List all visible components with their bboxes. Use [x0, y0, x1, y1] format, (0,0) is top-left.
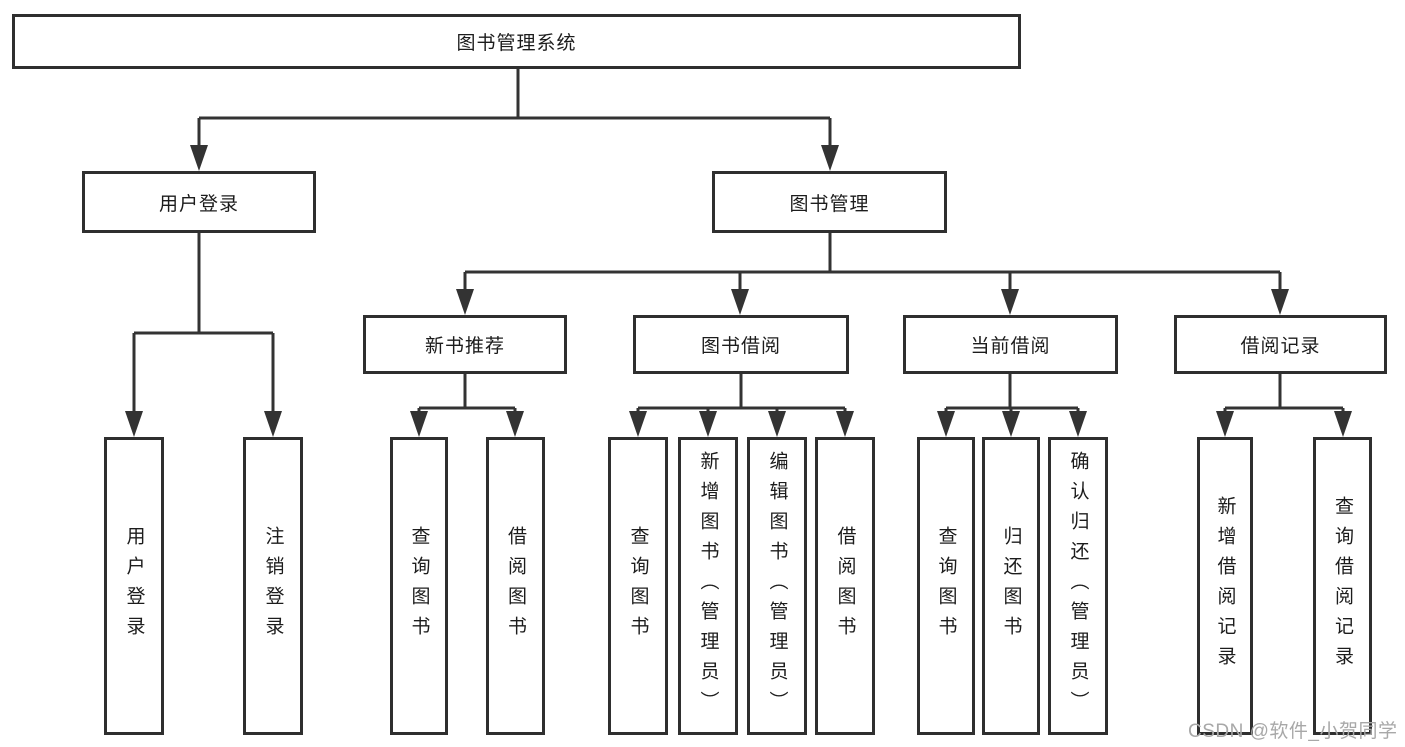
leaf-nbr-query-books-label: 查询图书 — [408, 526, 430, 646]
leaf-cb-return-books-label: 归还图书 — [1000, 526, 1022, 646]
node-borrow-records: 借阅记录 — [1174, 315, 1387, 374]
leaf-cb-confirm-return-label: 确认归还（管理员） — [1067, 451, 1089, 721]
leaf-bb-edit-books-label: 编辑图书（管理员） — [766, 451, 788, 721]
leaf-bb-add-books: 新增图书（管理员） — [678, 437, 738, 735]
leaf-logout: 注销登录 — [243, 437, 303, 735]
arrow-down-icon — [1002, 411, 1020, 437]
leaf-bb-edit-books: 编辑图书（管理员） — [747, 437, 807, 735]
node-root-label: 图书管理系统 — [456, 33, 577, 54]
arrow-down-icon — [410, 411, 428, 437]
arrow-down-icon — [125, 411, 143, 437]
arrow-down-icon — [1001, 289, 1019, 315]
arrow-down-icon — [731, 289, 749, 315]
leaf-br-query-record: 查询借阅记录 — [1313, 437, 1372, 735]
leaf-br-add-record: 新增借阅记录 — [1197, 437, 1253, 735]
node-user-login: 用户登录 — [82, 171, 316, 233]
leaf-cb-return-books: 归还图书 — [982, 437, 1040, 735]
arrow-down-icon — [937, 411, 955, 437]
arrow-down-icon — [1216, 411, 1234, 437]
node-book-management-label: 图书管理 — [789, 193, 870, 215]
leaf-bb-query-books: 查询图书 — [608, 437, 668, 735]
arrow-down-icon — [456, 289, 474, 315]
leaf-nbr-borrow-books-label: 借阅图书 — [505, 526, 526, 646]
csdn-watermark: CSDN @软件_小贺同学 — [1188, 721, 1398, 742]
leaf-cb-query-books-label: 查询图书 — [935, 526, 957, 646]
node-book-borrow-label: 图书借阅 — [700, 336, 781, 357]
arrow-down-icon — [190, 145, 208, 171]
leaf-cb-confirm-return: 确认归还（管理员） — [1048, 437, 1108, 735]
arrow-down-icon — [821, 145, 839, 171]
node-root: 图书管理系统 — [12, 14, 1021, 69]
leaf-bb-borrow-books-label: 借阅图书 — [834, 526, 856, 646]
arrowheads — [125, 145, 1352, 437]
arrow-down-icon — [1069, 411, 1087, 437]
arrow-down-icon — [1271, 289, 1289, 315]
leaf-br-query-record-label: 查询借阅记录 — [1332, 496, 1353, 676]
leaf-br-add-record-label: 新增借阅记录 — [1214, 496, 1236, 676]
node-new-book-recommend-label: 新书推荐 — [424, 336, 505, 357]
node-book-borrow: 图书借阅 — [633, 315, 849, 374]
node-new-book-recommend: 新书推荐 — [363, 315, 567, 374]
leaf-nbr-query-books: 查询图书 — [390, 437, 448, 735]
arrow-down-icon — [1334, 411, 1352, 437]
arrow-down-icon — [264, 411, 282, 437]
arrow-down-icon — [836, 411, 854, 437]
arrow-down-icon — [768, 411, 786, 437]
leaf-user-login: 用户登录 — [104, 437, 164, 735]
node-book-management: 图书管理 — [712, 171, 947, 233]
node-current-borrow: 当前借阅 — [903, 315, 1118, 374]
connector-group-root — [132, 66, 1345, 413]
node-user-login-label: 用户登录 — [158, 193, 239, 215]
node-borrow-records-label: 借阅记录 — [1240, 336, 1321, 357]
leaf-bb-borrow-books: 借阅图书 — [815, 437, 875, 735]
leaf-logout-label: 注销登录 — [262, 526, 284, 646]
arrow-down-icon — [506, 411, 524, 437]
leaf-cb-query-books: 查询图书 — [917, 437, 975, 735]
leaf-bb-add-books-label: 新增图书（管理员） — [697, 451, 719, 721]
arrow-down-icon — [699, 411, 717, 437]
leaf-nbr-borrow-books: 借阅图书 — [486, 437, 545, 735]
leaf-bb-query-books-label: 查询图书 — [627, 526, 649, 646]
arrow-down-icon — [629, 411, 647, 437]
node-current-borrow-label: 当前借阅 — [970, 336, 1051, 357]
leaf-user-login-label: 用户登录 — [123, 526, 145, 646]
